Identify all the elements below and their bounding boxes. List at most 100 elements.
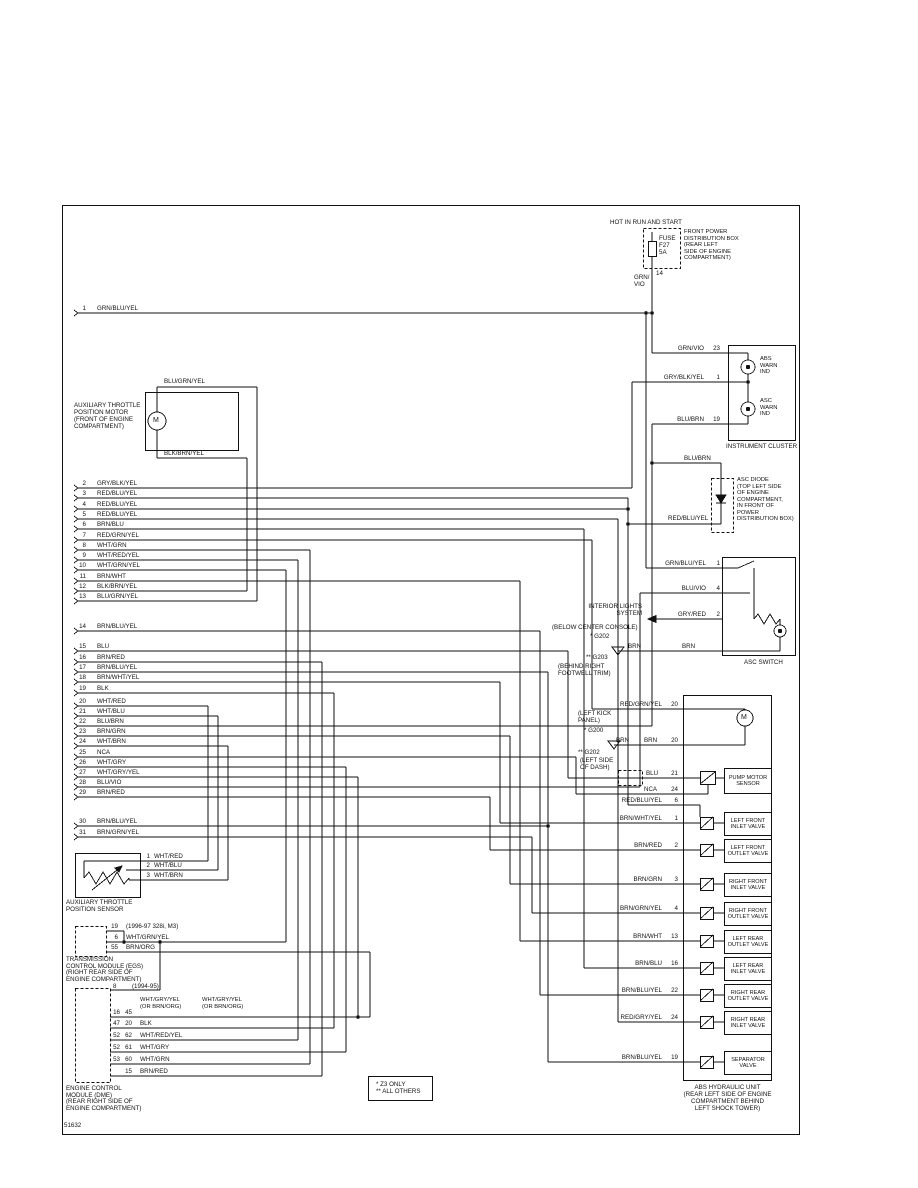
fuse-pin: 14	[656, 270, 663, 277]
wire-number: 2	[82, 480, 86, 487]
wire-label: BRN/RED	[140, 1068, 168, 1075]
wire-label: BRN/GRN/YEL	[97, 829, 139, 836]
wire-number: 10	[79, 562, 86, 569]
ecm-label: ENGINE CONTROL MODULE (DME) (REAR RIGHT …	[66, 1085, 142, 1112]
wire-label: RED/BLU/YEL	[97, 511, 138, 518]
wire-pin: 6	[674, 797, 678, 804]
wire-label: GRY/BLK/YEL	[97, 480, 138, 487]
wire-pin: 2	[716, 611, 720, 618]
wire-label: RED/GRN/YEL	[97, 532, 139, 539]
valve-box: LEFT FRONT OUTLET VALVE	[724, 839, 772, 863]
wire-label: WHT/BRN	[154, 872, 183, 879]
wire-label: BLU/GRN/YEL	[97, 593, 138, 600]
pin-number: 16	[113, 1009, 120, 1016]
wire-number: 16	[79, 654, 86, 661]
wire-label: BLU	[646, 770, 659, 777]
wire-label: WHT/RED/YEL	[97, 552, 140, 559]
wire-label: WHT/GRY	[140, 1044, 170, 1051]
wire-label: NCA	[644, 786, 658, 793]
wire-label: BLU/VIO	[681, 585, 706, 592]
wire-pin: 4	[674, 905, 678, 912]
pin-number: 52	[113, 1032, 120, 1039]
wire-number: 19	[79, 685, 86, 692]
wire-pin: 19	[671, 1054, 678, 1061]
wire-label: WHT/GRN/YEL	[97, 562, 140, 569]
wire-number: 8	[82, 542, 86, 549]
wire-label: GRN/VIO	[677, 345, 704, 352]
wire-label: WHT/GRY	[97, 759, 127, 766]
ground-icon	[611, 646, 625, 656]
pin-number: 55	[111, 944, 118, 951]
motor-symbol: M	[153, 417, 159, 424]
location-label: (BELOW CENTER CONSOLE)	[552, 624, 638, 631]
pin-number: 61	[125, 1044, 132, 1051]
wire-number: 20	[79, 698, 86, 705]
legend-text: * Z3 ONLY ** ALL OTHERS	[376, 1081, 421, 1095]
wire-number: 11	[79, 573, 86, 580]
wire-number: 26	[79, 759, 86, 766]
wire-pin: 1	[716, 560, 720, 567]
fuse-label: FUSE F27 5A	[659, 235, 676, 256]
wire-pin: 4	[716, 585, 720, 592]
tcm-label: TRANSMISSION CONTROL MODULE (EGS) (RIGHT…	[66, 956, 144, 983]
fuse-icon	[648, 241, 657, 257]
wire-label: GRY/RED	[677, 611, 706, 618]
wire-label: BRN/GRN	[97, 728, 126, 735]
pump-motor-sensor-box: PUMP MOTOR SENSOR	[724, 768, 772, 794]
pin-number: 20	[125, 1020, 132, 1027]
wire-label: WHT/BLU	[154, 862, 182, 869]
pin-number: 60	[125, 1056, 132, 1063]
wire-number: 30	[79, 818, 86, 825]
hot-feed-label: HOT IN RUN AND START	[610, 219, 682, 226]
system-arrow-icon	[646, 614, 657, 624]
wire-number: 25	[79, 749, 86, 756]
interior-lights-label: INTERIOR LIGHTS SYSTEM	[588, 603, 642, 617]
wire-label: BRN	[644, 737, 658, 744]
wire-label: BRN/WHT/YEL	[619, 815, 662, 822]
pump-motor-symbol: M	[741, 714, 747, 721]
wire-number: 6	[82, 521, 86, 528]
junction-dots	[122, 311, 750, 1019]
wire-label: WHT/BRN	[97, 738, 126, 745]
wire-label: GRY/BLK/YEL	[663, 374, 704, 381]
pin-number: 8	[113, 983, 117, 990]
valve-box: SEPARATOR VALVE	[724, 1051, 772, 1075]
wire-number: 24	[79, 738, 86, 745]
wire-number: 5	[82, 511, 86, 518]
ground-ref: * G200	[584, 727, 604, 734]
wire-label: BRN/RED	[97, 789, 125, 796]
wire-number: 7	[82, 532, 86, 539]
diagram-frame	[62, 205, 800, 1135]
asc-switch-label: ASC SWITCH	[744, 659, 783, 666]
variant-note: (1994-95)	[132, 983, 159, 990]
asc-switch-box	[722, 557, 796, 656]
wire-pin: 13	[671, 933, 678, 940]
ground-ref: ** G203	[586, 654, 608, 661]
wire-label: BRN/WHT	[97, 573, 126, 580]
valve-box: RIGHT REAR INLET VALVE	[724, 1011, 772, 1035]
resistor-icon	[753, 613, 781, 625]
wire-pin: 22	[671, 987, 678, 994]
wire-label: BLU/BRN	[97, 718, 124, 725]
wire-number: 14	[79, 623, 86, 630]
wire-label: WHT/GRY/YEL	[97, 769, 140, 776]
variant-note: (1996-97 328i, M3)	[126, 923, 179, 930]
wire-label: BRN	[616, 737, 630, 744]
pin-number: 53	[113, 1056, 120, 1063]
wire-label: BLU/VIO	[97, 779, 122, 786]
ground-ref: ** G202	[578, 749, 600, 756]
wire-label: RED/GRY/YEL	[620, 1014, 663, 1021]
valve-box: RIGHT FRONT OUTLET VALVE	[724, 902, 772, 926]
location-label: (BEHIND RIGHT FOOTWELL TRIM)	[558, 663, 611, 677]
continuation-arrows	[73, 309, 79, 841]
valve-box: LEFT FRONT INLET VALVE	[724, 812, 772, 836]
valve-box: RIGHT FRONT INLET VALVE	[724, 873, 772, 897]
wire-label: BLK	[97, 685, 109, 692]
wire-label: BLU/BRN	[684, 455, 711, 462]
wire-label: WHT/RED	[97, 698, 126, 705]
ecm-box	[75, 988, 111, 1083]
wire-pin: 20	[671, 701, 678, 708]
pin-number: 19	[111, 923, 118, 930]
wire-label: GRN/ VIO	[634, 274, 650, 288]
pin-number: 47	[113, 1020, 120, 1027]
